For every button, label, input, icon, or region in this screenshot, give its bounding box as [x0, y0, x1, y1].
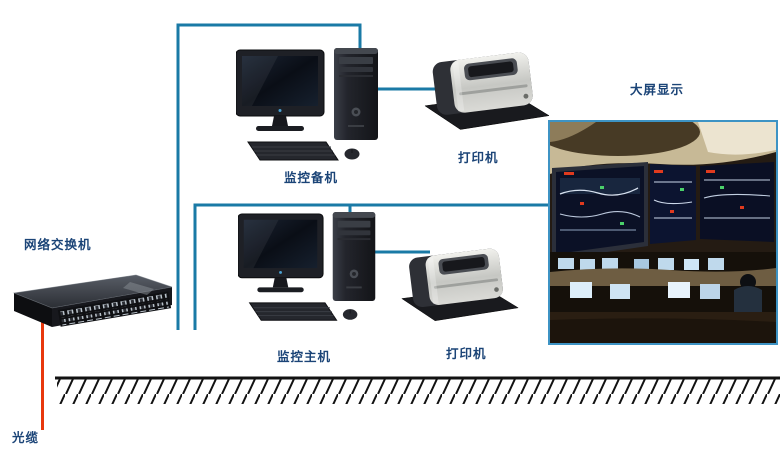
printer-top — [423, 44, 551, 144]
printer-bottom — [400, 240, 520, 335]
label-fiber-cable: 光缆 — [12, 431, 40, 445]
control-room-photo — [548, 120, 778, 345]
backup-pc — [236, 46, 386, 171]
ground-symbol — [55, 376, 780, 404]
main-pc — [238, 210, 383, 331]
fiber-cable-line — [41, 310, 44, 430]
link-switch-main-pc-display — [193, 203, 549, 330]
link-switch-backup-pc — [176, 23, 362, 330]
label-big-screen: 大屏显示 — [630, 83, 685, 97]
network-switch — [4, 263, 176, 335]
label-backup-pc: 监控备机 — [284, 171, 339, 185]
label-printer-top: 打印机 — [458, 151, 499, 165]
label-printer-bottom: 打印机 — [446, 347, 487, 361]
label-network-switch: 网络交换机 — [24, 238, 92, 252]
label-main-pc: 监控主机 — [277, 350, 332, 364]
